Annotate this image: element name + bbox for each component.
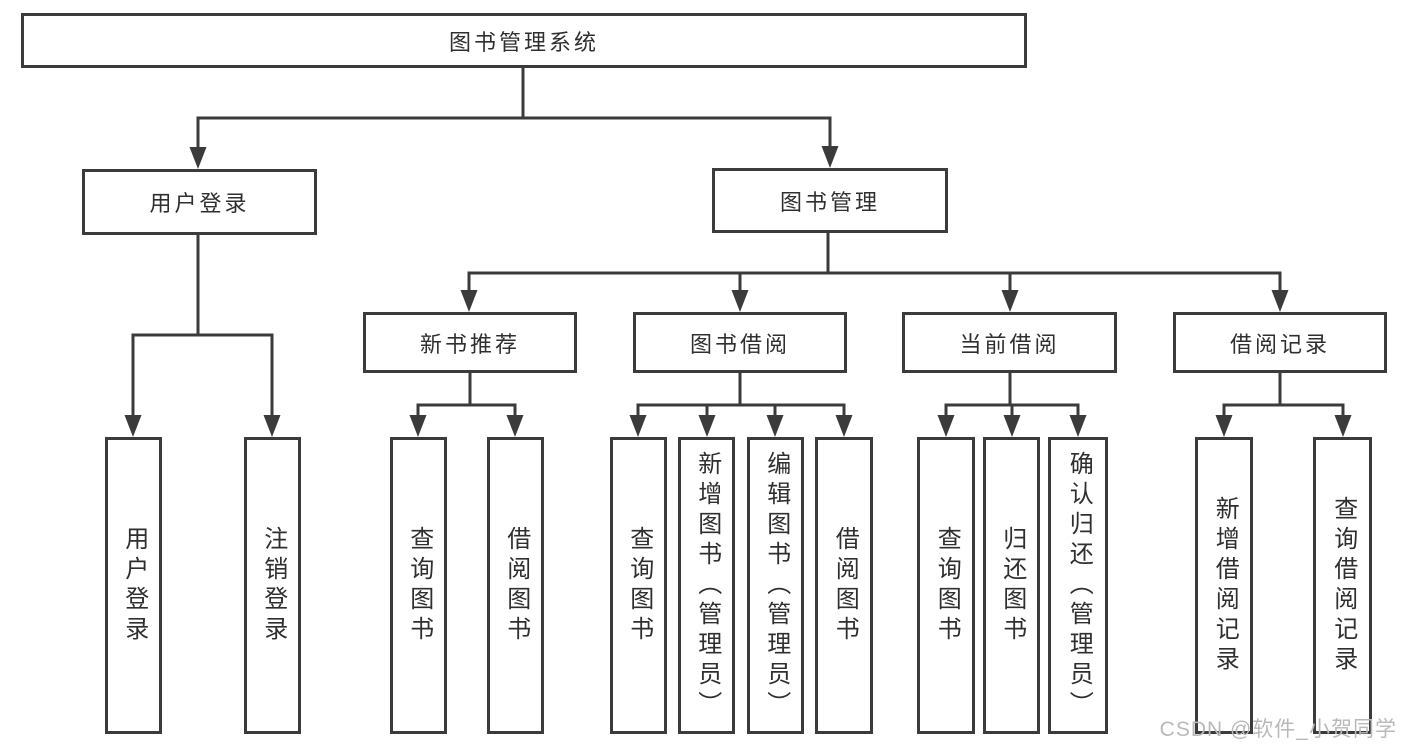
watermark: CSDN @软件_小贺同学 [1159, 718, 1397, 741]
leaf-label: 用户登录 [120, 525, 148, 646]
leaf-query-books: 查询图书 [917, 437, 975, 734]
leaf-add-borrow-record: 新增借阅记录 [1195, 437, 1253, 734]
connector-book-mgmt-to-children [467, 233, 1282, 295]
node-label: 借阅记录 [1229, 331, 1330, 357]
node-label: 图书管理系统 [448, 29, 599, 55]
leaf-label: 借阅图书 [502, 525, 530, 646]
arrowheads [124, 146, 1352, 437]
leaf-label: 查询图书 [933, 525, 961, 646]
leaf-label: 新增图书（管理员） [693, 450, 721, 721]
node-book-borrowing: 图书借阅 [633, 312, 847, 373]
connector-root-to-children [196, 68, 832, 151]
leaf-label: 查询图书 [625, 525, 653, 646]
leaf-label: 注销登录 [259, 525, 287, 646]
leaf-label: 归还图书 [998, 525, 1026, 646]
leaf-label: 借阅图书 [831, 525, 859, 646]
connector-book-borrow-to-children [636, 373, 846, 420]
leaf-query-borrow-record: 查询借阅记录 [1313, 437, 1372, 734]
leaf-borrow-books: 借阅图书 [487, 437, 544, 734]
leaf-add-books-admin: 新增图书（管理员） [678, 437, 735, 734]
node-borrow-records: 借阅记录 [1173, 312, 1387, 373]
leaf-logout: 注销登录 [244, 437, 301, 734]
node-user-login: 用户登录 [82, 169, 317, 235]
connector-new-book-rec-to-children [416, 373, 517, 420]
leaf-edit-books-admin: 编辑图书（管理员） [747, 437, 804, 734]
node-label: 当前借阅 [959, 331, 1060, 357]
leaf-confirm-return-admin: 确认归还（管理员） [1048, 437, 1108, 734]
connector-borrow-records-to-children [1222, 373, 1345, 420]
node-label: 图书管理 [779, 189, 880, 215]
leaf-label: 查询图书 [405, 525, 433, 646]
node-book-management: 图书管理 [712, 168, 948, 233]
connector-current-borrow-to-children [944, 373, 1080, 420]
leaf-label: 编辑图书（管理员） [762, 450, 790, 721]
leaf-label: 确认归还（管理员） [1065, 450, 1093, 721]
node-root-system: 图书管理系统 [21, 13, 1027, 68]
node-label: 新书推荐 [419, 331, 520, 357]
node-label: 用户登录 [149, 191, 250, 216]
connector-user-login-to-children [131, 235, 274, 419]
leaf-query-books: 查询图书 [610, 437, 667, 734]
leaf-borrow-books: 借阅图书 [815, 437, 873, 734]
leaf-label: 查询借阅记录 [1329, 495, 1357, 676]
node-new-book-recommend: 新书推荐 [363, 312, 577, 373]
node-label: 图书借阅 [689, 331, 790, 357]
leaf-user-login: 用户登录 [105, 437, 162, 734]
leaf-label: 新增借阅记录 [1211, 495, 1239, 676]
node-current-borrowing: 当前借阅 [902, 312, 1117, 373]
leaf-return-books: 归还图书 [983, 437, 1040, 734]
leaf-query-books: 查询图书 [390, 437, 447, 734]
